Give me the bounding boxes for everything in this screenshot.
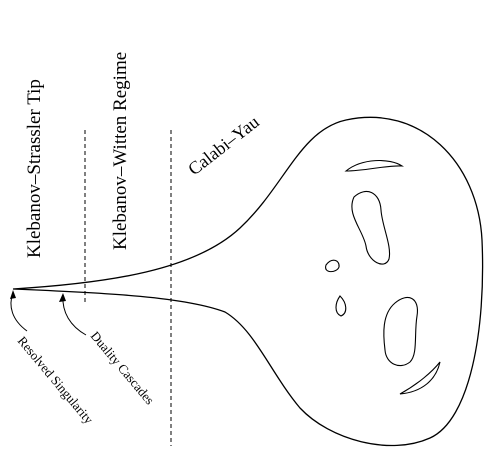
arrow-duality-cascades (62, 295, 87, 336)
arrowhead-duality-cascades (59, 293, 66, 302)
throat-and-calabi-yau-outline (12, 116, 484, 447)
label-resolved-singularity: Resolved Singularity (15, 333, 97, 427)
inner-crescent-bottom (399, 361, 441, 395)
label-klebanov-witten-regime: Klebanov–Witten Regime (110, 52, 131, 250)
label-duality-cascades: Duality Cascades (88, 328, 158, 407)
label-calabi-yau: Calabi–Yau (184, 112, 263, 180)
arrowhead-resolved-singularity (10, 290, 16, 299)
inner-crescent-top (344, 160, 405, 172)
label-klebanov-strassler-tip: Klebanov–Strassler Tip (24, 79, 45, 258)
inner-hole-upper (351, 190, 391, 265)
inner-hole-lower (383, 296, 418, 367)
arrow-resolved-singularity (10, 292, 28, 332)
inner-hole-small-oval (325, 259, 340, 273)
inner-hole-teardrop (335, 295, 347, 317)
